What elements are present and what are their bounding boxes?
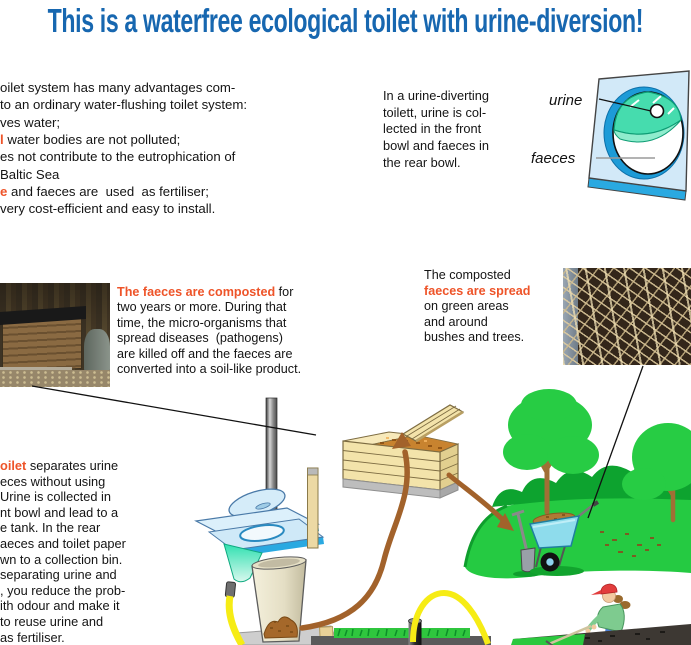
text-line: eces without using — [0, 473, 106, 489]
text-line: , you reduce the prob- — [0, 582, 126, 598]
faeces-to-compost-arrow — [299, 432, 411, 631]
text-line: es not contribute to the eutrophication … — [0, 149, 236, 165]
ground-in-photo — [0, 370, 110, 387]
text-line: and around — [424, 314, 488, 329]
toilet-cartoon — [194, 488, 325, 598]
text-line: e and faeces are used as fertiliser; — [0, 184, 209, 200]
text-line: Urine is collected in — [0, 489, 111, 505]
urine-diverting-toilet-diagram — [587, 70, 690, 201]
garden-bed — [511, 624, 691, 645]
text-line: spread diseases (pathogens) — [117, 331, 283, 346]
photo-composted-material — [563, 268, 691, 365]
compost-contents — [369, 434, 460, 453]
hose-connector — [224, 581, 237, 598]
wooden-stick — [319, 626, 334, 645]
support-pole — [265, 397, 278, 531]
open-lid — [401, 404, 465, 442]
wheelbarrow — [528, 500, 600, 576]
text-line: The composted — [424, 268, 511, 282]
text-line: l water bodies are not polluted; — [0, 132, 181, 148]
text-line: to an ordinary water-flushing toilet sys… — [0, 97, 248, 113]
text-line: ith odour and make it — [0, 598, 120, 614]
text-line: time, the micro-organisms that — [117, 315, 287, 330]
wooden-box-in-photo — [2, 316, 82, 374]
text-line: very cost-efficient and easy to install. — [0, 201, 216, 217]
photo-pointer-line — [587, 365, 644, 519]
barrel-in-photo — [84, 329, 110, 373]
photo-pointer-line — [31, 385, 317, 436]
text-line: lected in the front — [383, 121, 482, 137]
ground-strip — [311, 628, 491, 645]
text-line: converted into a soil-like product. — [117, 362, 302, 377]
concrete-slab — [235, 625, 339, 645]
text-line: two years or more. During that — [117, 300, 287, 315]
text-line: bushes and trees. — [424, 330, 525, 345]
yellow-urine-hose-arc — [410, 589, 491, 645]
faeces-pile — [263, 616, 298, 639]
tree — [503, 389, 599, 515]
ground-post — [408, 618, 422, 645]
straw-texture — [563, 268, 691, 365]
compost-specks — [600, 531, 661, 557]
collection-bucket — [251, 556, 307, 643]
text-line: In a urine-diverting — [383, 88, 489, 103]
text-line: the rear bowl. — [383, 154, 461, 170]
green-area — [463, 389, 691, 579]
text-line: to reuse urine and — [0, 613, 104, 629]
page-title-text: This is a waterfree ecological toilet wi… — [47, 2, 644, 39]
compost-load — [532, 512, 576, 526]
urine-funnel — [223, 543, 263, 583]
gardener — [585, 583, 631, 645]
urine-pointer-line — [598, 98, 652, 112]
page-title: This is a waterfree ecological toilet wi… — [0, 2, 691, 40]
compost-to-garden-arrow — [446, 472, 514, 531]
ponytail — [619, 601, 631, 609]
bushes — [492, 460, 691, 507]
yellow-urine-hose — [225, 595, 246, 645]
text-line: bowl and faeces in — [383, 138, 489, 154]
photo-compost-box — [0, 283, 110, 387]
shovel — [511, 509, 539, 577]
urine-label: urine — [549, 92, 583, 109]
text-line: faeces are spread — [424, 283, 531, 298]
text-line: nt bowl and lead to a — [0, 504, 119, 520]
compost-bin — [342, 404, 465, 499]
text-line: ves water; — [0, 114, 61, 130]
text-line: wn to a collection bin. — [0, 551, 123, 567]
urine-hole — [649, 103, 665, 119]
rake — [545, 624, 592, 645]
text-line: are killed off and the faeces are — [117, 346, 293, 361]
wheel — [540, 552, 560, 572]
text-line: toilett, urine is col- — [383, 104, 487, 120]
text-line: separating urine and — [0, 567, 117, 583]
text-line: oilet system has many advantages com- — [0, 80, 236, 95]
text-line: oilet separates urine — [0, 458, 119, 473]
red-cap — [600, 583, 618, 595]
advantages-paragraph: oilet system has many advantages com-to … — [0, 79, 247, 218]
tree — [622, 423, 691, 523]
text-line: The faeces are composted for — [117, 285, 294, 299]
text-line: as fertiliser. — [0, 629, 65, 645]
faeces-label: faeces — [531, 150, 576, 167]
text-line: e tank. In the rear — [0, 520, 101, 536]
toilet-lid — [228, 488, 286, 518]
text-line: on green areas — [424, 299, 509, 314]
text-line: Baltic Sea — [0, 166, 60, 182]
wooden-stick — [307, 467, 319, 549]
text-line: aeces and toilet paper — [0, 535, 126, 551]
toilet-bowl-hole — [239, 523, 285, 543]
